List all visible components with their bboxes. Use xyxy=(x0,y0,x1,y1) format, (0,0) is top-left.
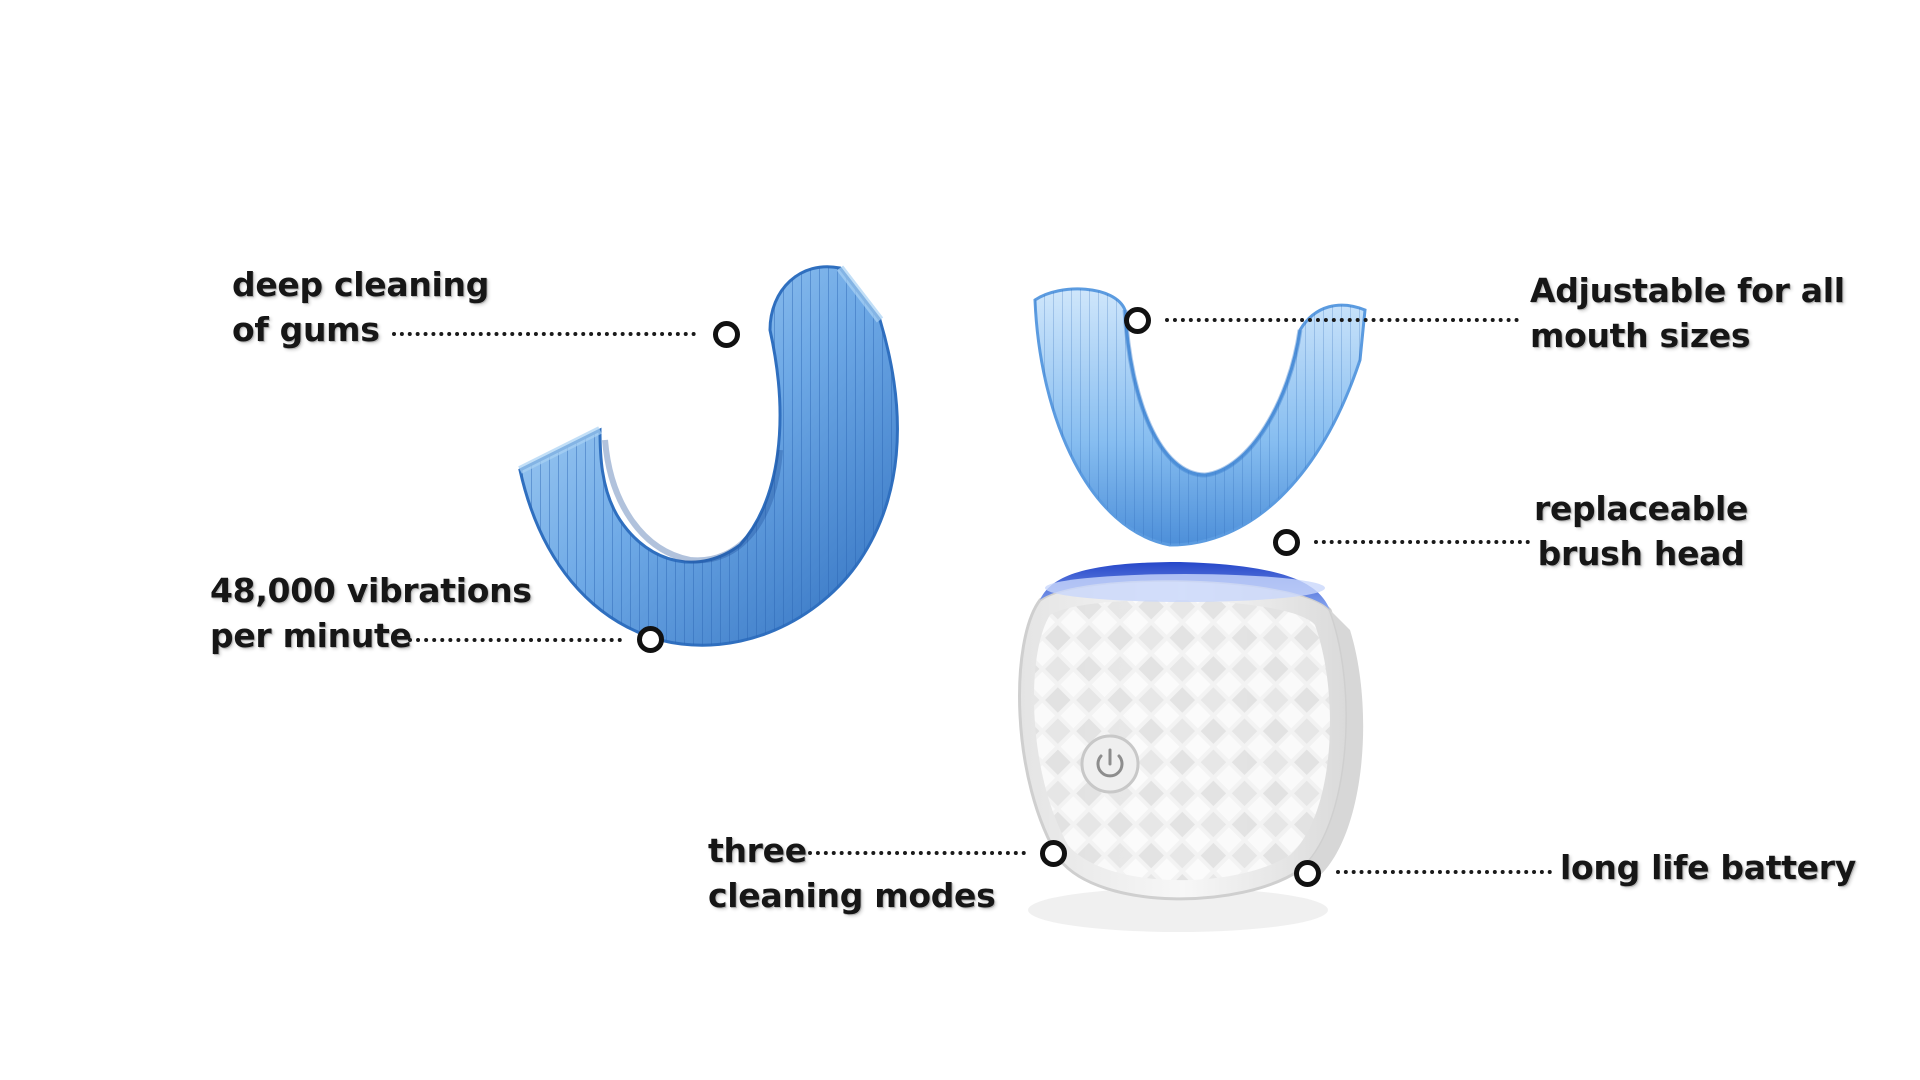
detached-brush-head xyxy=(518,265,899,647)
power-button-illustration xyxy=(1080,734,1140,794)
callout-dot-icon xyxy=(1273,529,1300,556)
feature-battery-label: long life battery xyxy=(1560,845,1856,890)
callout-dot-icon xyxy=(1294,860,1321,887)
feature-modes-label: three cleaning modes xyxy=(708,828,996,918)
feature-vibrations-label: 48,000 vibrations per minute xyxy=(210,568,532,658)
feature-deep-cleaning-label: deep cleaning of gums xyxy=(232,262,489,352)
feature-deep-cleaning-line1: deep cleaning xyxy=(232,265,490,304)
feature-modes-line2: cleaning modes xyxy=(708,876,996,915)
leader-line-deep-cleaning xyxy=(392,332,696,336)
feature-adjustable-label: Adjustable for all mouth sizes xyxy=(1530,268,1845,358)
leader-line-replaceable xyxy=(1314,540,1530,544)
feature-battery-line1: long life battery xyxy=(1560,848,1856,887)
feature-adjustable-line1: Adjustable for all xyxy=(1530,271,1845,310)
leader-line-battery xyxy=(1336,870,1552,874)
feature-replaceable-line2: brush head xyxy=(1537,534,1745,573)
callout-dot-icon xyxy=(1124,307,1151,334)
feature-vibrations-line1: 48,000 vibrations xyxy=(210,571,532,610)
assembled-toothbrush xyxy=(1018,287,1367,932)
leader-line-vibrations xyxy=(408,638,622,642)
callout-dot-icon xyxy=(637,626,664,653)
callout-dot-icon xyxy=(1040,840,1067,867)
leader-line-modes xyxy=(808,851,1026,855)
leader-line-adjustable xyxy=(1165,318,1519,322)
callout-dot-icon xyxy=(713,321,740,348)
feature-vibrations-line2: per minute xyxy=(210,616,412,655)
feature-modes-line1: three xyxy=(708,831,807,870)
feature-deep-cleaning-line2: of gums xyxy=(232,310,380,349)
feature-replaceable-line1: replaceable xyxy=(1534,489,1749,528)
feature-replaceable-label: replaceable brush head xyxy=(1534,486,1748,576)
feature-adjustable-line2: mouth sizes xyxy=(1530,316,1751,355)
